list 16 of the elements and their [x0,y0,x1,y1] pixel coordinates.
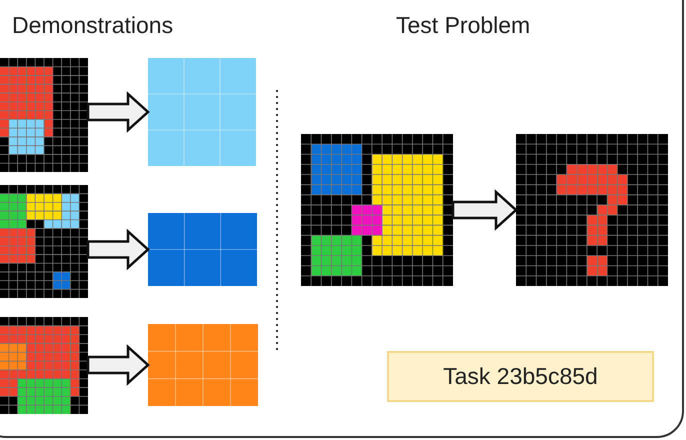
block-arrow [86,228,150,270]
pixel-grid-picture [0,58,88,172]
pixel-grid-picture [148,324,258,406]
block-arrow [452,189,518,231]
pixel-grid-picture [0,317,88,414]
section-heading: Test Problem [396,12,530,39]
pixel-grid-picture [301,134,453,286]
section-heading: Demonstrations [12,12,174,39]
task-id-box [387,351,654,402]
block-arrow [86,91,150,133]
pixel-grid-picture [0,185,88,298]
task-id: Task 23b5c85d [443,363,598,390]
pixel-grid-picture [516,134,668,286]
block-arrow [86,344,150,386]
pixel-grid-picture [148,58,256,166]
pixel-grid-picture [148,213,257,286]
